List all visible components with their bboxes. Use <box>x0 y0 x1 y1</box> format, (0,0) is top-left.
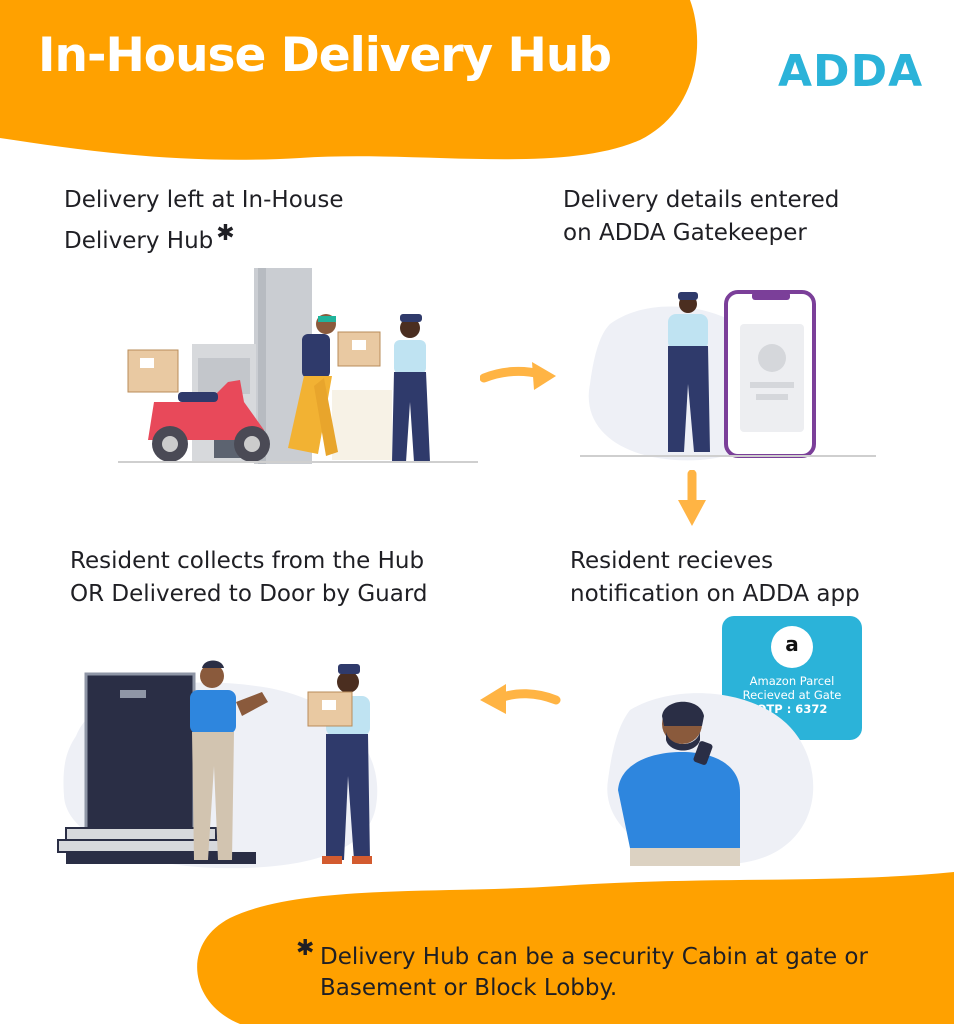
page-title: In-House Delivery Hub <box>38 28 612 83</box>
header-banner-shape <box>0 0 698 160</box>
notification-otp: OTP : 6372 <box>756 702 828 716</box>
step-4-label: Resident collects from the Hub OR Delive… <box>70 545 428 611</box>
footnote-line-1: Delivery Hub can be a security Cabin at … <box>320 944 868 970</box>
notification-line-1: Amazon Parcel <box>749 674 835 688</box>
amazon-logo-letter: a <box>785 632 799 656</box>
resident-collects-illustration <box>57 660 378 869</box>
gatekeeper-illustration <box>580 290 876 461</box>
resident-phone-illustration <box>607 693 814 866</box>
step-1-line-1: Delivery left at In-House <box>64 187 344 213</box>
footnote-line-2: Basement or Block Lobby. <box>320 975 618 1001</box>
asterisk-icon: ✱ <box>296 936 315 961</box>
notification-line-2: Recieved at Gate <box>742 688 842 702</box>
step-4-line-1: Resident collects from the Hub <box>70 548 425 574</box>
step-2-line-2: on ADDA Gatekeeper <box>563 220 807 246</box>
arrow-left-icon <box>480 684 561 714</box>
asterisk-icon: ✱ <box>216 221 235 246</box>
step-3-line-1: Resident recieves <box>570 548 774 574</box>
step-3-line-2: notification on ADDA app <box>570 581 860 607</box>
footnote-text: Delivery Hub can be a security Cabin at … <box>320 942 868 1004</box>
delivery-hub-illustration <box>118 268 478 464</box>
step-2-label: Delivery details entered on ADDA Gatekee… <box>563 184 839 250</box>
arrow-right-icon <box>480 362 556 390</box>
footer-banner-shape <box>197 872 954 1024</box>
step-1-label: Delivery left at In-House Delivery Hub✱ <box>64 184 344 258</box>
step-3-label: Resident recieves notification on ADDA a… <box>570 545 860 611</box>
step-1-line-2: Delivery Hub <box>64 228 214 254</box>
step-2-line-1: Delivery details entered <box>563 187 840 213</box>
step-4-line-2: OR Delivered to Door by Guard <box>70 581 428 607</box>
brand-logo: ADDA <box>778 46 924 97</box>
arrow-down-icon <box>678 470 706 526</box>
amazon-logo-icon: a <box>771 626 813 668</box>
